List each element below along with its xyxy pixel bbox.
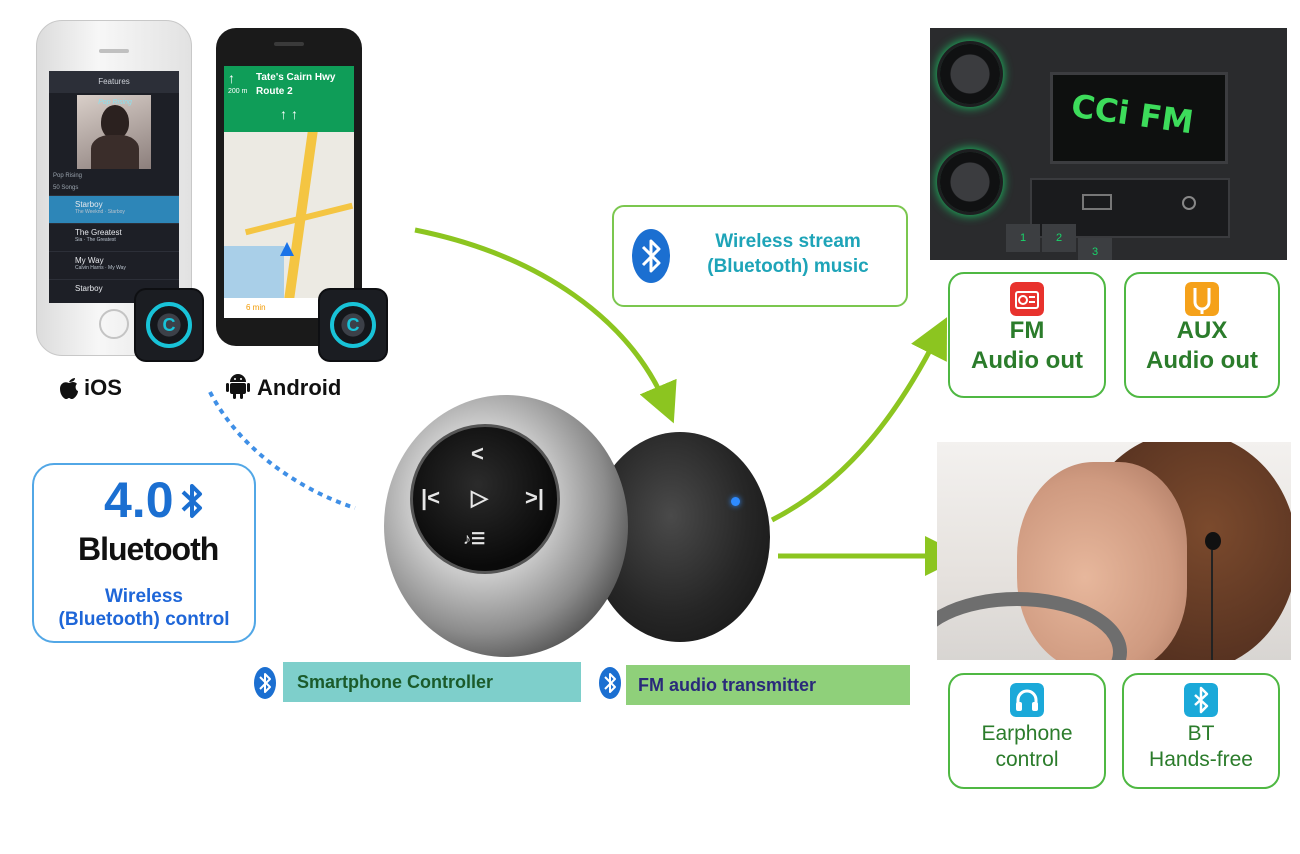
song-item[interactable]: Starboy The Weeknd · Starboy [49,195,179,223]
aux-jack-icon [1182,196,1196,210]
app-icon-letter: C [162,315,176,335]
song-subtitle: Calvin Harris · My Way [75,265,126,271]
bluetooth-description: Wireless (Bluetooth) control [34,585,254,631]
earphone-subtitle: control [995,748,1059,771]
ios-section-label: Pop Rising [53,173,83,179]
iphone-screen: Features Pop Rising Pop Rising 50 Songs … [49,71,179,303]
controller-button-face[interactable]: < |< ▷ >| ♪☰ [410,424,560,574]
nav-distance: 200 m [228,88,248,95]
stream-text: Wireless stream (Bluetooth) music [678,229,898,279]
play-pause-icon[interactable]: ▷ [471,485,488,510]
album-title: Pop Rising [98,99,132,106]
android-label: Android [257,375,342,400]
ios-list-heading: 50 Songs [53,185,79,191]
bluetooth-4-box: 4.0 Bluetooth Wireless (Bluetooth) contr… [32,463,256,643]
android-robot-icon [226,374,250,399]
earphone-bud [1205,532,1221,550]
navigation-banner: ↑ 200 m Tate's Cairn Hwy Route 2 ↑↑ [224,66,354,132]
fm-out-subtitle: Audio out [971,347,1083,374]
status-led [731,497,740,506]
song-title: Starboy [75,200,103,209]
fm-transmitter-label: FM audio transmitter [626,665,910,705]
bluetooth-wordmark: Bluetooth [78,531,219,567]
nav-road-name: Tate's Cairn Hwy [256,72,336,83]
iphone-home-button [99,309,129,339]
android-screen: ↑ 200 m Tate's Cairn Hwy Route 2 ↑↑ 6 mi… [224,66,354,318]
earphone-control-box: Earphone control [948,673,1106,789]
earphone-cable [1211,550,1213,660]
radio-display-text: CCi FM [1068,86,1196,142]
stream-text-line2: (Bluetooth) music [707,256,869,277]
bt-subtitle: Hands-free [1149,748,1253,771]
headphones-icon [1010,683,1044,717]
arrow-up-icon: ↑ [228,70,235,86]
song-title: My Way [75,256,104,265]
previous-track-icon[interactable]: |< [421,485,441,510]
song-item[interactable]: The Greatest Sia · The Greatest [49,223,179,251]
bluetooth-description-line2: (Bluetooth) control [58,609,230,630]
usb-port-icon [1082,194,1112,210]
bt-title: BT [1187,722,1215,745]
song-subtitle: The Weeknd · Starboy [75,209,125,215]
bluetooth-icon [599,667,621,699]
album-art: Pop Rising [77,95,151,169]
stream-music-box: Wireless stream (Bluetooth) music [612,205,908,307]
app-icon[interactable]: C [136,290,202,360]
song-title: The Greatest [75,228,122,237]
car-radio-photo: CCi FM 1 2 3 [930,28,1287,260]
radio-display: CCi FM [1050,72,1228,164]
aux-out-subtitle: Audio out [1146,347,1258,374]
map-water [224,246,284,298]
lane-arrows-icon: ↑↑ [280,106,302,122]
app-icon-ring: C [146,302,192,348]
nav-route: Route 2 [256,86,293,97]
fm-out-title: FM [1009,317,1045,344]
stream-text-line1: Wireless stream [715,231,861,252]
aux-plug-icon [1185,282,1219,316]
aux-audio-out-box: AUX Audio out [1124,272,1280,398]
preset-button: 2 [1042,224,1076,252]
bt-hands-free-box: BT Hands-free [1122,673,1280,789]
radio-icon [1010,282,1044,316]
bluetooth-icon [1184,683,1218,717]
earphone-title: Earphone [981,722,1073,745]
stream-arrow [414,227,677,424]
menu-icon[interactable]: ♪☰ [463,531,486,548]
next-track-icon[interactable]: >| [525,485,545,510]
song-item[interactable]: Starboy [49,279,179,303]
tuning-knob [940,152,1000,212]
usb-slot [1030,178,1230,238]
dotted-bluetooth-link [208,391,356,510]
ios-label: iOS [84,375,122,400]
iphone-device: Features Pop Rising Pop Rising 50 Songs … [36,20,192,356]
song-subtitle: Sia · The Greatest [75,237,116,243]
app-icon-ring: C [330,302,376,348]
app-icon-letter: C [346,315,360,335]
location-arrow-icon [280,242,294,256]
album-art-head [101,105,129,139]
album-art-body [91,135,139,169]
fm-output-arrow [770,317,948,523]
apple-icon [60,378,78,399]
preset-button: 3 [1078,238,1112,260]
ios-screen-header: Features [49,71,179,93]
volume-knob [940,44,1000,104]
bluetooth-icon [254,667,276,699]
bluetooth-version: 4.0 [104,472,174,528]
back-icon[interactable]: < [471,441,484,466]
bluetooth-icon [181,484,202,518]
earphone-user-photo [937,442,1291,660]
aux-out-title: AUX [1176,317,1228,344]
android-speaker [274,42,304,46]
bluetooth-icon [632,229,670,283]
app-icon[interactable]: C [320,290,386,360]
song-item[interactable]: My Way Calvin Harris · My Way [49,251,179,279]
fm-audio-out-box: FM Audio out [948,272,1106,398]
preset-button: 1 [1006,224,1040,252]
bluetooth-description-line1: Wireless [105,586,183,607]
smartphone-controller-label: Smartphone Controller [283,662,581,702]
iphone-speaker [99,49,129,53]
song-title: Starboy [75,284,103,293]
